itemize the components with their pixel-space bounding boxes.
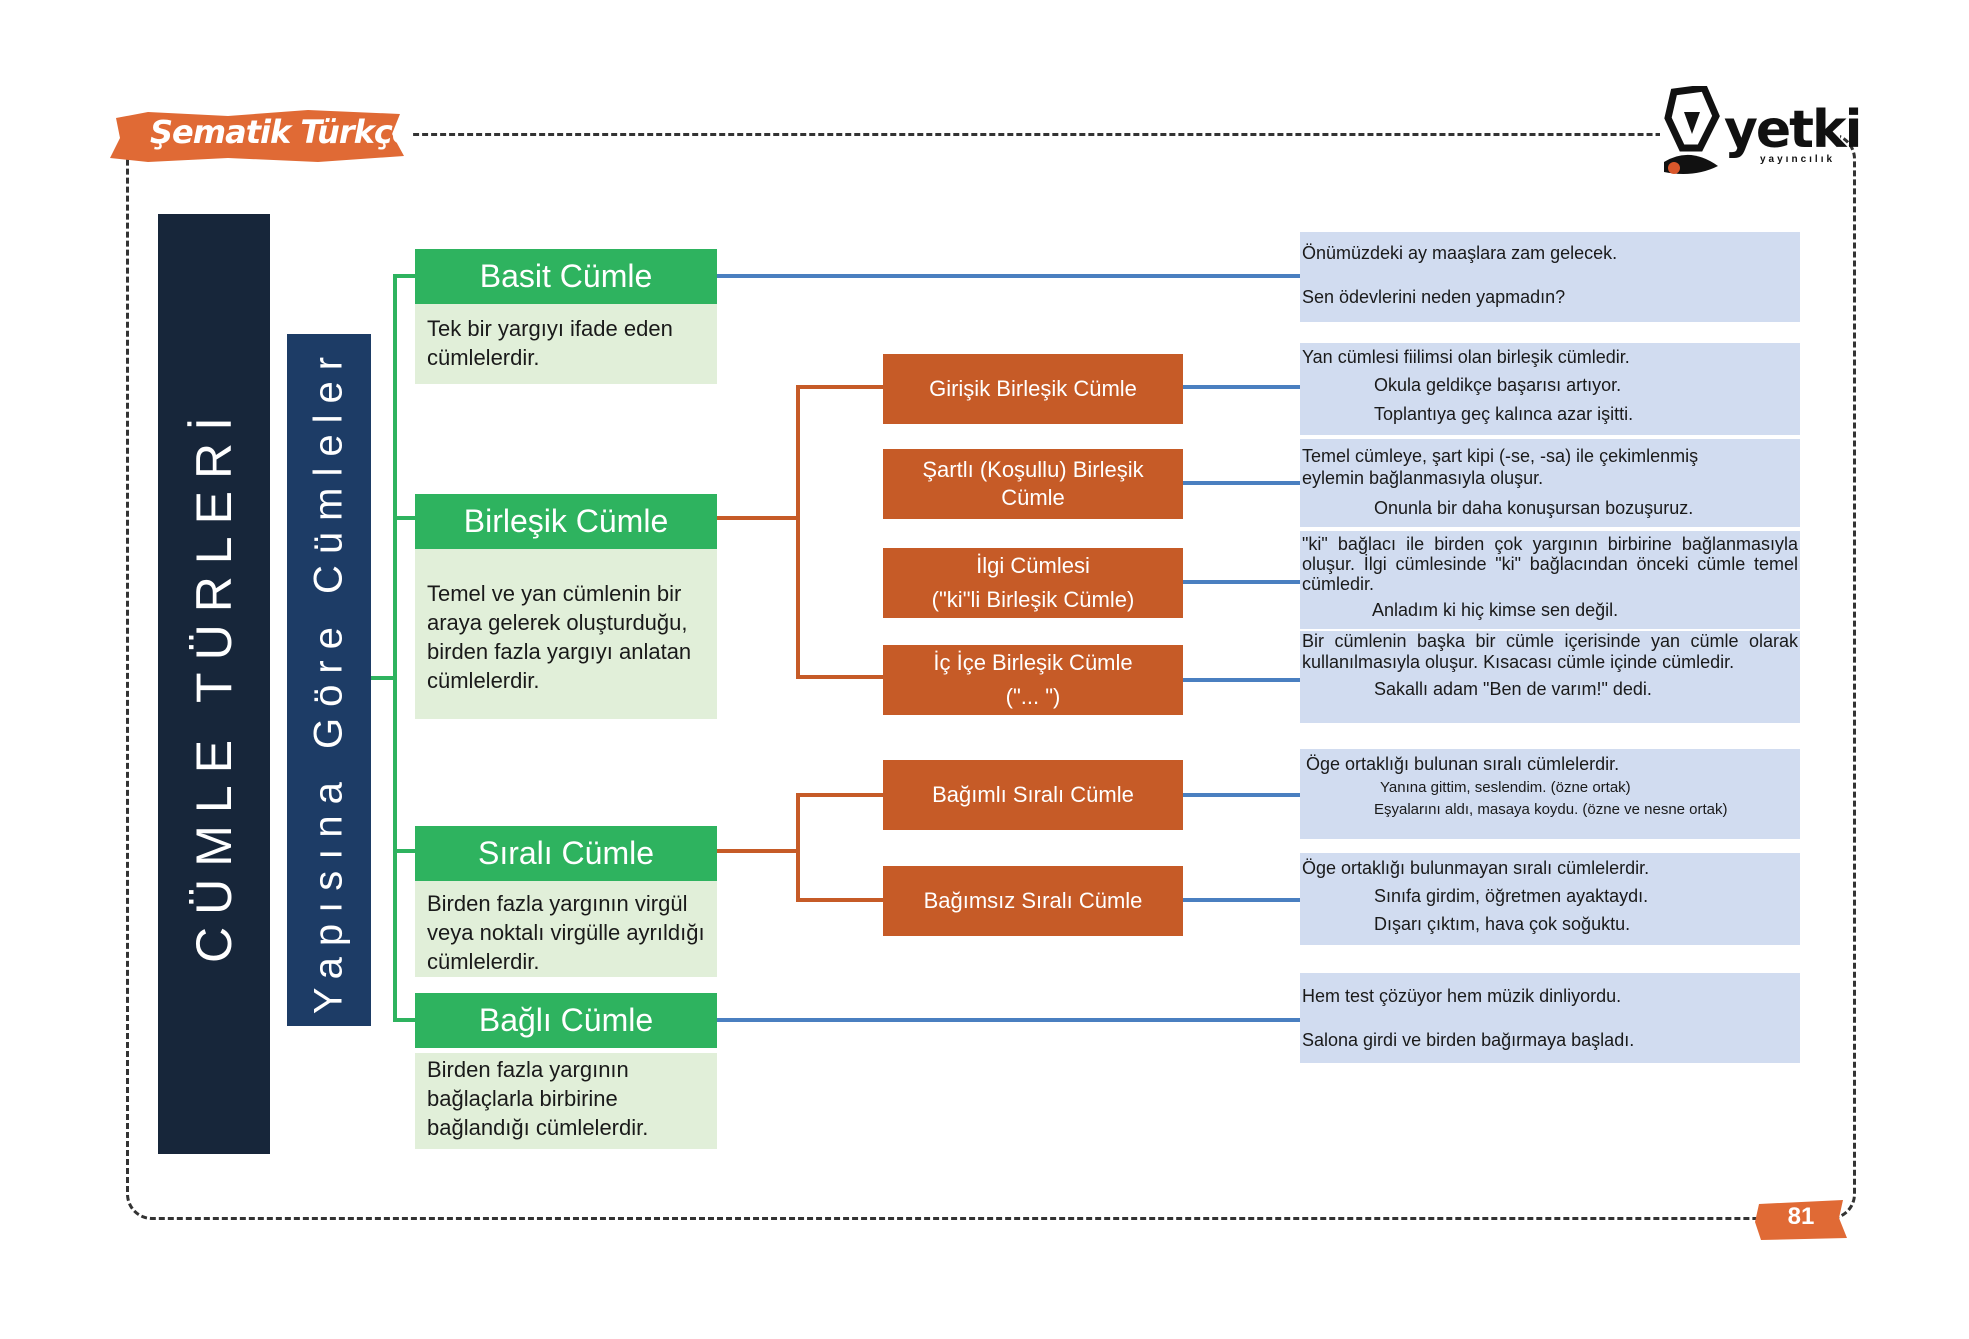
category-title: Yapısına Göre Cümleler bbox=[306, 345, 351, 1015]
examples-basit: Önümüzdeki ay maaşlara zam gelecek. Sen … bbox=[1300, 232, 1800, 322]
examples-bagli: Hem test çözüyor hem müzik dinliyordu. S… bbox=[1300, 973, 1800, 1063]
definition-ilgi: "ki" bağlacı ile birden çok yargının bir… bbox=[1302, 534, 1798, 594]
type-desc-bagli: Birden fazla yargının bağlaçlarla birbir… bbox=[415, 1053, 717, 1149]
type-header-sirali: Sıralı Cümle bbox=[415, 826, 717, 881]
examples-icice: Bir cümlenin başka bir cümle içerisinde … bbox=[1300, 631, 1800, 723]
definition-icice: Bir cümlenin başka bir cümle içerisinde … bbox=[1302, 631, 1798, 672]
examples-bagimsiz: Öge ortaklığı bulunmayan sıralı cümleler… bbox=[1300, 853, 1800, 945]
subtype-bagimli-label: Bağımlı Sıralı Cümle bbox=[932, 782, 1134, 807]
type-desc-birlesik: Temel ve yan cümlenin bir araya gelerek … bbox=[415, 549, 717, 719]
subtype-sartli-line2: Cümle bbox=[1001, 485, 1065, 510]
subtype-icice: İç İçe Birleşik Cümle ("... ") bbox=[883, 645, 1183, 715]
subtype-girisik: Girişik Birleşik Cümle bbox=[883, 354, 1183, 424]
example-bagimsiz-2: Dışarı çıktım, hava çok soğuktu. bbox=[1374, 914, 1631, 934]
green-connectors bbox=[371, 274, 415, 1022]
root-title: CÜMLE TÜRLERİ bbox=[186, 405, 242, 963]
examples-bagimli: Öge ortaklığı bulunan sıralı cümlelerdir… bbox=[1300, 749, 1800, 839]
orange-connectors bbox=[717, 385, 883, 902]
pen-nib-icon bbox=[1664, 86, 1720, 174]
example-bagli-1: Hem test çözüyor hem müzik dinliyordu. bbox=[1302, 986, 1622, 1006]
example-girisik-2: Toplantıya geç kalınca azar işitti. bbox=[1374, 404, 1634, 424]
examples-sartli: Temel cümleye, şart kipi (-se, -sa) ile … bbox=[1300, 439, 1800, 527]
page-frame bbox=[126, 133, 1856, 1220]
example-bagimli-2: Eşyalarını aldı, masaya koydu. (özne ve … bbox=[1374, 801, 1728, 818]
example-sartli-1: Onunla bir daha konuşursan bozuşuruz. bbox=[1374, 498, 1694, 518]
root-title-bar: CÜMLE TÜRLERİ bbox=[158, 214, 270, 1154]
subtype-bagimli: Bağımlı Sıralı Cümle bbox=[883, 760, 1183, 830]
example-girisik-1: Okula geldikçe başarısı artıyor. bbox=[1374, 375, 1622, 395]
definition-bagimli: Öge ortaklığı bulunan sıralı cümlelerdir… bbox=[1306, 754, 1620, 774]
examples-ilgi: "ki" bağlacı ile birden çok yargının bir… bbox=[1300, 531, 1800, 629]
subtype-bagimsiz-label: Bağımsız Sıralı Cümle bbox=[923, 888, 1143, 913]
definition-girisik: Yan cümlesi fiilimsi olan birleşik cümle… bbox=[1302, 347, 1630, 367]
subtype-ilgi-line1: İlgi Cümlesi bbox=[976, 553, 1090, 578]
page-number-badge bbox=[1755, 1200, 1847, 1240]
subtype-girisik-label: Girişik Birleşik Cümle bbox=[929, 376, 1137, 401]
logo-word: yetki bbox=[1724, 100, 1862, 160]
category-bar: Yapısına Göre Cümleler bbox=[287, 334, 371, 1026]
type-header-birlesik: Birleşik Cümle bbox=[415, 494, 717, 549]
example-basit-1: Önümüzdeki ay maaşlara zam gelecek. bbox=[1302, 243, 1618, 263]
subtype-sartli-line1: Şartlı (Koşullu) Birleşik bbox=[922, 457, 1144, 482]
example-bagimsiz-1: Sınıfa girdim, öğretmen ayaktaydı. bbox=[1374, 886, 1649, 906]
subtype-ilgi: İlgi Cümlesi ("ki"li Birleşik Cümle) bbox=[883, 548, 1183, 618]
example-bagli-2: Salona girdi ve birden bağırmaya başladı… bbox=[1302, 1030, 1635, 1050]
subtype-ilgi-line2: ("ki"li Birleşik Cümle) bbox=[931, 587, 1135, 612]
definition-sartli: Temel cümleye, şart kipi (-se, -sa) ile … bbox=[1302, 446, 1699, 488]
subtype-bagimsiz: Bağımsız Sıralı Cümle bbox=[883, 866, 1183, 936]
page-number: 81 bbox=[1787, 1203, 1815, 1230]
example-bagimli-1: Yanına gittim, seslendim. (özne ortak) bbox=[1380, 779, 1631, 796]
type-header-bagli: Bağlı Cümle bbox=[415, 993, 717, 1048]
logo-subtitle: yayıncılık bbox=[1760, 154, 1836, 165]
example-icice-1: Sakallı adam "Ben de varım!" dedi. bbox=[1374, 679, 1652, 699]
brand-badge-shape bbox=[110, 110, 404, 162]
subtype-icice-line2: ("... ") bbox=[1005, 684, 1061, 709]
example-ilgi-1: Anladım ki hiç kimse sen değil. bbox=[1372, 600, 1619, 620]
example-basit-2: Sen ödevlerini neden yapmadın? bbox=[1302, 287, 1566, 307]
examples-girisik: Yan cümlesi fiilimsi olan birleşik cümle… bbox=[1300, 343, 1800, 435]
subtype-icice-line1: İç İçe Birleşik Cümle bbox=[933, 650, 1133, 675]
type-desc-basit: Tek bir yargıyı ifade eden cümlelerdir. bbox=[415, 304, 717, 384]
blue-connectors bbox=[717, 274, 1300, 1022]
type-header-basit: Basit Cümle bbox=[415, 249, 717, 304]
subtype-sartli: Şartlı (Koşullu) Birleşik Cümle bbox=[883, 449, 1183, 519]
definition-bagimsiz: Öge ortaklığı bulunmayan sıralı cümleler… bbox=[1302, 858, 1650, 878]
type-desc-sirali: Birden fazla yargının virgül veya noktal… bbox=[415, 881, 717, 977]
brand-title: Şematik Türkçe bbox=[150, 113, 414, 151]
